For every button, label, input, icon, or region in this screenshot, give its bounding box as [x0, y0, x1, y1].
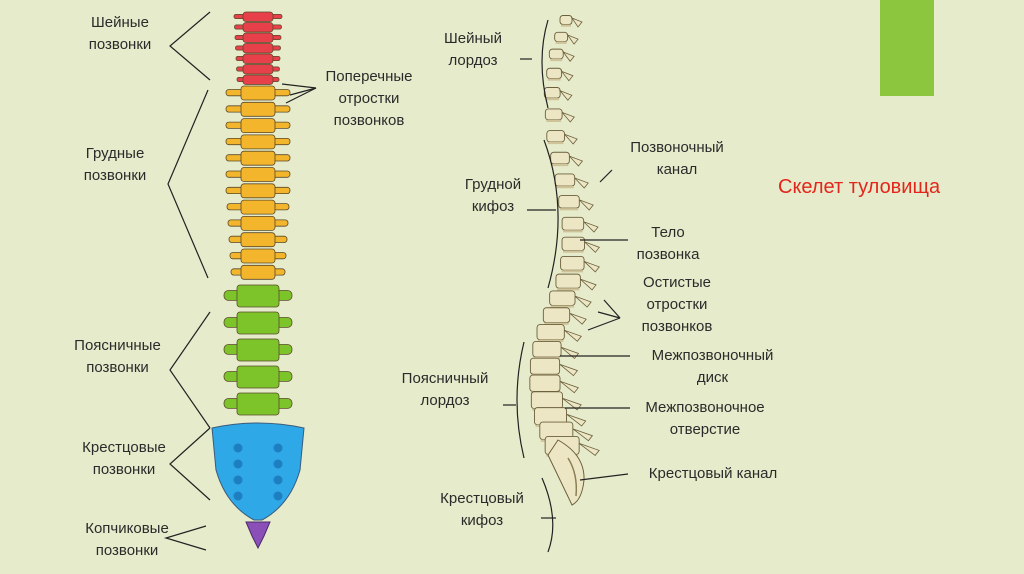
leader-transverse — [281, 83, 317, 89]
label-intervertebral-foramen: Межпозвоночное отверстие — [645, 399, 765, 438]
lateral-vertebra — [542, 307, 587, 325]
label-thoracic-vertebrae: Грудные позвонки — [83, 145, 147, 184]
slide-title: Скелет туловища — [778, 176, 941, 198]
label-transverse-processes: Поперечные отростки позвонков — [325, 68, 413, 129]
sacral-canal — [567, 457, 578, 497]
leader-spinous-processes — [603, 299, 621, 319]
bracket-sacral — [169, 427, 211, 501]
lumbar-vertebra — [223, 338, 293, 362]
thoracic-vertebra — [225, 183, 291, 199]
lateral-vertebra — [550, 151, 584, 167]
cervical-vertebra — [235, 43, 281, 54]
cervical-vertebra — [236, 64, 280, 75]
sacral-foramen — [273, 459, 283, 469]
label-sacral-canal: Крестцовый канал — [648, 465, 778, 482]
sacral-foramen — [233, 475, 243, 485]
cervical-vertebra — [234, 22, 282, 33]
label-cervical-lordosis: Шейный лордоз — [444, 30, 502, 69]
leader-sacral-canal — [579, 473, 629, 481]
lateral-vertebra — [544, 108, 575, 123]
cervical-vertebra — [235, 53, 281, 64]
lateral-vertebra — [529, 374, 579, 394]
lumbar-vertebra — [223, 392, 293, 416]
thoracic-vertebra — [225, 118, 291, 133]
bracket-cervical — [169, 11, 211, 81]
thoracic-vertebra — [225, 101, 291, 117]
accent-bar — [880, 0, 934, 96]
thoracic-vertebra — [225, 150, 291, 166]
thoracic-vertebra — [225, 167, 291, 182]
leader-transverse — [289, 87, 317, 96]
leader-transverse — [285, 87, 317, 104]
leader-spinous-processes — [597, 311, 621, 319]
sacral-foramen — [273, 443, 283, 453]
label-sacral-vertebrae: Крестцовые позвонки — [82, 439, 166, 478]
arc-lumbar-lordosis — [516, 341, 525, 459]
label-vertebral-body: Тело позвонка — [636, 224, 700, 263]
thoracic-vertebra — [227, 215, 289, 231]
bracket-coccyx — [163, 525, 207, 551]
label-spinous-processes: Остистые отростки позвонков — [641, 274, 713, 335]
lateral-vertebra — [560, 256, 600, 273]
lateral-vertebra — [561, 216, 599, 233]
lateral-vertebra — [554, 31, 579, 45]
cervical-vertebra — [236, 74, 280, 85]
thoracic-vertebra — [230, 264, 286, 280]
sacral-foramen — [273, 491, 283, 501]
sacral-foramen — [273, 475, 283, 485]
label-cervical-vertebrae: Шейные позвонки — [88, 14, 152, 53]
lateral-vertebra — [561, 236, 601, 253]
thoracic-vertebra — [228, 232, 288, 248]
sacral-foramen — [233, 443, 243, 453]
label-sacral-kyphosis: Крестцовый кифоз — [440, 490, 524, 529]
label-coccygeal-vertebrae: Копчиковые позвонки — [85, 520, 169, 559]
arc-sacral-kyphosis — [541, 477, 554, 553]
leader-spinous-processes — [587, 317, 621, 331]
arc-cervical-lordosis — [541, 19, 549, 109]
sacral-foramen — [233, 491, 243, 501]
lateral-vertebra — [549, 290, 592, 308]
label-lumbar-vertebrae: Поясничные позвонки — [74, 337, 161, 376]
arc-thoracic-kyphosis — [543, 139, 559, 289]
lateral-vertebra — [555, 273, 597, 291]
lumbar-vertebra — [223, 284, 293, 308]
thoracic-vertebra — [225, 134, 291, 150]
thoracic-vertebra — [229, 248, 287, 264]
lateral-vertebra — [558, 195, 594, 211]
lateral-vertebra — [543, 87, 573, 101]
thoracic-vertebra — [226, 199, 290, 215]
label-spinal-canal: Позвоночный канал — [630, 139, 724, 178]
label-intervertebral-disc: Межпозвоночный диск — [651, 347, 774, 386]
cervical-vertebra — [234, 32, 282, 43]
lateral-vertebra — [546, 130, 578, 145]
label-thoracic-kyphosis: Грудной кифоз — [464, 176, 522, 215]
lumbar-vertebra — [223, 311, 293, 335]
coccyx — [245, 521, 271, 550]
lateral-vertebra — [548, 48, 575, 62]
sacral-foramen — [233, 459, 243, 469]
lateral-vertebra — [554, 173, 589, 189]
bracket-thoracic — [167, 89, 209, 279]
lateral-vertebra — [546, 67, 574, 82]
lateral-vertebra — [536, 324, 582, 343]
lumbar-vertebra — [223, 365, 293, 389]
lateral-vertebra — [559, 15, 583, 28]
cervical-vertebra — [233, 11, 283, 22]
label-lumbar-lordosis: Поясничный лордоз — [401, 370, 489, 409]
thoracic-vertebra — [225, 85, 291, 101]
bracket-lumbar — [169, 311, 211, 429]
lateral-sacrum — [547, 439, 585, 506]
leader-spinal-canal — [599, 169, 613, 183]
